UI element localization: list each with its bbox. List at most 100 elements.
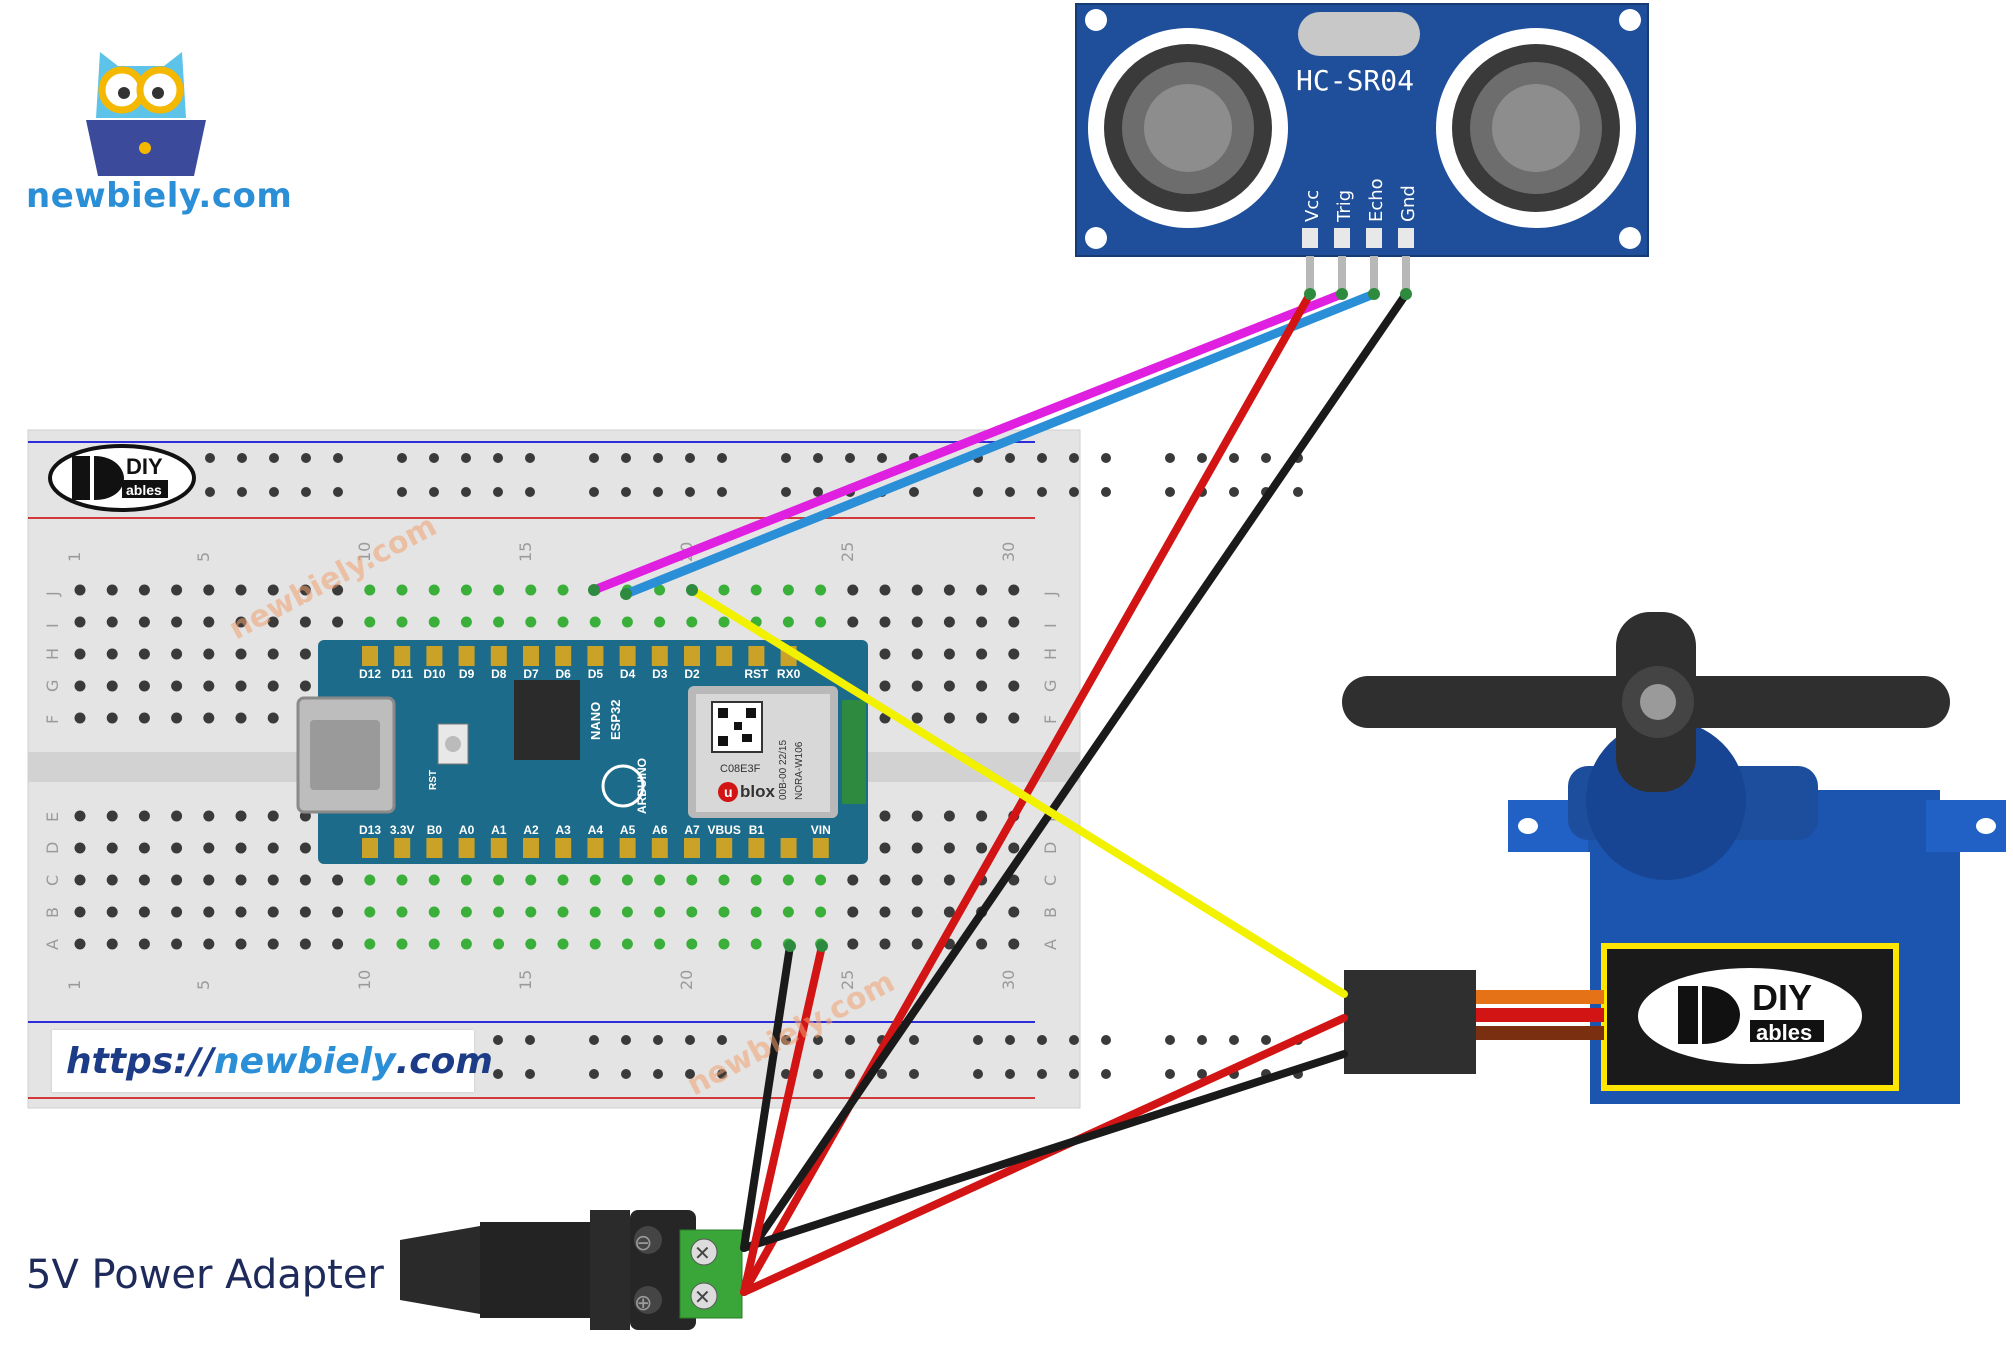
rail-hole <box>589 453 599 463</box>
breadboard-hole <box>557 584 569 596</box>
board-pin-pad <box>716 646 733 666</box>
breadboard-hole <box>74 938 86 950</box>
rail-hole <box>1005 487 1015 497</box>
rail-hole <box>685 1035 695 1045</box>
breadboard-hole <box>976 938 988 950</box>
board-pin-label: D8 <box>491 667 507 681</box>
board-pin-label: 3.3V <box>390 823 415 837</box>
breadboard-hole <box>943 906 955 918</box>
breadboard-hole <box>235 874 247 886</box>
rail-hole <box>269 487 279 497</box>
breadboard-hole <box>364 584 376 596</box>
sensor-pin-vcc: Vcc <box>1302 190 1323 222</box>
row-letter: F <box>43 715 62 724</box>
rail-hole <box>1165 1069 1175 1079</box>
breadboard-hole <box>138 938 150 950</box>
breadboard-hole <box>299 648 311 660</box>
breadboard-hole <box>203 648 215 660</box>
board-pin-label: B0 <box>427 823 443 837</box>
breadboard-hole <box>879 906 891 918</box>
breadboard-hole <box>106 712 118 724</box>
servo-logo-top: DIY <box>1752 977 1812 1018</box>
board-pin-label: A7 <box>684 823 700 837</box>
board-pin-pad <box>587 646 604 666</box>
rail-hole <box>1101 1035 1111 1045</box>
breadboard-hole <box>815 616 827 628</box>
breadboard-hole <box>267 906 279 918</box>
rail-hole <box>205 453 215 463</box>
breadboard-hole <box>1008 938 1020 950</box>
breadboard-hole <box>106 680 118 692</box>
power-adapter-label: 5V Power Adapter <box>26 1252 384 1298</box>
board-pin-pad <box>555 646 572 666</box>
breadboard-hole <box>428 906 440 918</box>
board-pin-pad <box>587 838 604 858</box>
board-pin-pad <box>651 838 668 858</box>
rail-hole <box>589 1035 599 1045</box>
svg-text:✕: ✕ <box>694 1285 711 1309</box>
breadboard-hole <box>171 648 183 660</box>
rail-hole <box>1197 1069 1207 1079</box>
column-number: 15 <box>516 970 535 990</box>
rail-hole <box>493 453 503 463</box>
breadboard-hole <box>364 616 376 628</box>
breadboard-hole <box>943 648 955 660</box>
url-part-2: newbiely <box>213 1040 396 1082</box>
servo-motor <box>1342 612 2006 1104</box>
breadboard-hole <box>782 906 794 918</box>
breadboard-hole <box>493 906 505 918</box>
breadboard-hole <box>203 906 215 918</box>
board-pin-pad <box>394 646 411 666</box>
rail-hole <box>1229 1035 1239 1045</box>
board-rst-label: RST <box>428 770 439 790</box>
board-pin-label: D11 <box>392 667 414 681</box>
rail-hole <box>781 1035 791 1045</box>
breadboard-hole <box>299 616 311 628</box>
column-number: 1 <box>65 552 84 562</box>
row-letter: A <box>1041 939 1060 950</box>
breadboard-hole <box>235 842 247 854</box>
breadboard-hole <box>171 712 183 724</box>
column-number: 20 <box>677 970 696 990</box>
breadboard-hole <box>299 938 311 950</box>
breadboard-hole <box>654 616 666 628</box>
rail-hole <box>237 487 247 497</box>
breadboard-hole <box>718 584 730 596</box>
breadboard-hole <box>106 616 118 628</box>
wires <box>589 289 1410 1296</box>
url-part-1: https:// <box>66 1040 214 1082</box>
row-letter: I <box>1041 623 1060 628</box>
board-pin-pad <box>490 646 507 666</box>
rail-hole <box>717 487 727 497</box>
rail-hole <box>1037 1035 1047 1045</box>
board-pin-pad <box>651 646 668 666</box>
rail-hole <box>1069 453 1079 463</box>
breadboard-hole <box>718 874 730 886</box>
rail-hole <box>909 1069 919 1079</box>
breadboard-hole <box>525 584 537 596</box>
breadboard-hole <box>1008 648 1020 660</box>
rail-hole <box>1005 453 1015 463</box>
rail-hole <box>525 487 535 497</box>
breadboard-hole <box>976 810 988 822</box>
breadboard-hole <box>332 616 344 628</box>
arduino-infinity-logo <box>601 764 645 808</box>
breadboard-hole <box>750 906 762 918</box>
breadboard-hole <box>267 712 279 724</box>
transducer-left <box>1088 28 1288 228</box>
rail-hole <box>973 1035 983 1045</box>
breadboard-hole <box>428 616 440 628</box>
breadboard-hole <box>460 584 472 596</box>
column-number: 25 <box>838 970 857 990</box>
breadboard-hole <box>364 906 376 918</box>
breadboard-hole <box>138 584 150 596</box>
board-pin-pad <box>458 838 475 858</box>
board-pin-label: B1 <box>749 823 765 837</box>
breadboard-hole <box>203 842 215 854</box>
breadboard-hole <box>525 874 537 886</box>
rail-hole <box>813 1069 823 1079</box>
breadboard-hole <box>911 906 923 918</box>
column-number: 1 <box>65 980 84 990</box>
rail-hole <box>1037 1069 1047 1079</box>
row-letter: B <box>43 907 62 918</box>
